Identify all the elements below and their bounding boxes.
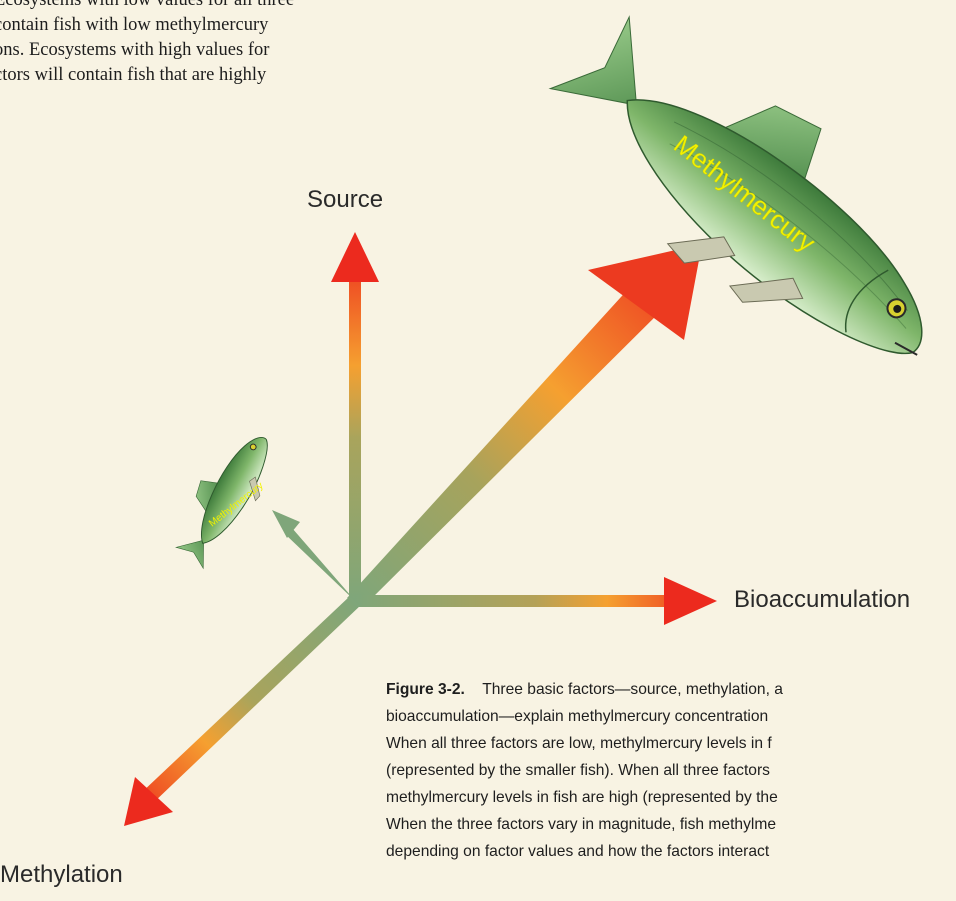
bioaccumulation-axis-label: Bioaccumulation — [734, 586, 910, 614]
small-fish — [165, 421, 285, 576]
figure-label: Figure 3-2. — [386, 681, 465, 698]
caption-line: methylmercury levels in fish are high (r… — [386, 784, 956, 811]
figure-caption: Figure 3-2. Three basic factors—source, … — [386, 676, 956, 865]
combined-factors-arrow — [347, 244, 702, 606]
caption-line: bioaccumulation—explain methylmercury co… — [386, 703, 956, 730]
methylation-axis-arrow — [124, 596, 362, 826]
caption-line: Three basic factors—source, methylation,… — [482, 681, 783, 698]
caption-line: When all three factors are low, methylme… — [386, 730, 956, 757]
source-axis-arrow — [331, 232, 379, 602]
caption-line: depending on factor values and how the f… — [386, 838, 956, 865]
low-factors-arrow — [272, 510, 358, 604]
methylation-axis-label: Methylation — [0, 861, 123, 889]
caption-line: When the three factors vary in magnitude… — [386, 811, 956, 838]
source-axis-label: Source — [307, 186, 383, 214]
bioaccumulation-axis-arrow — [355, 577, 717, 625]
caption-line: (represented by the smaller fish). When … — [386, 757, 956, 784]
